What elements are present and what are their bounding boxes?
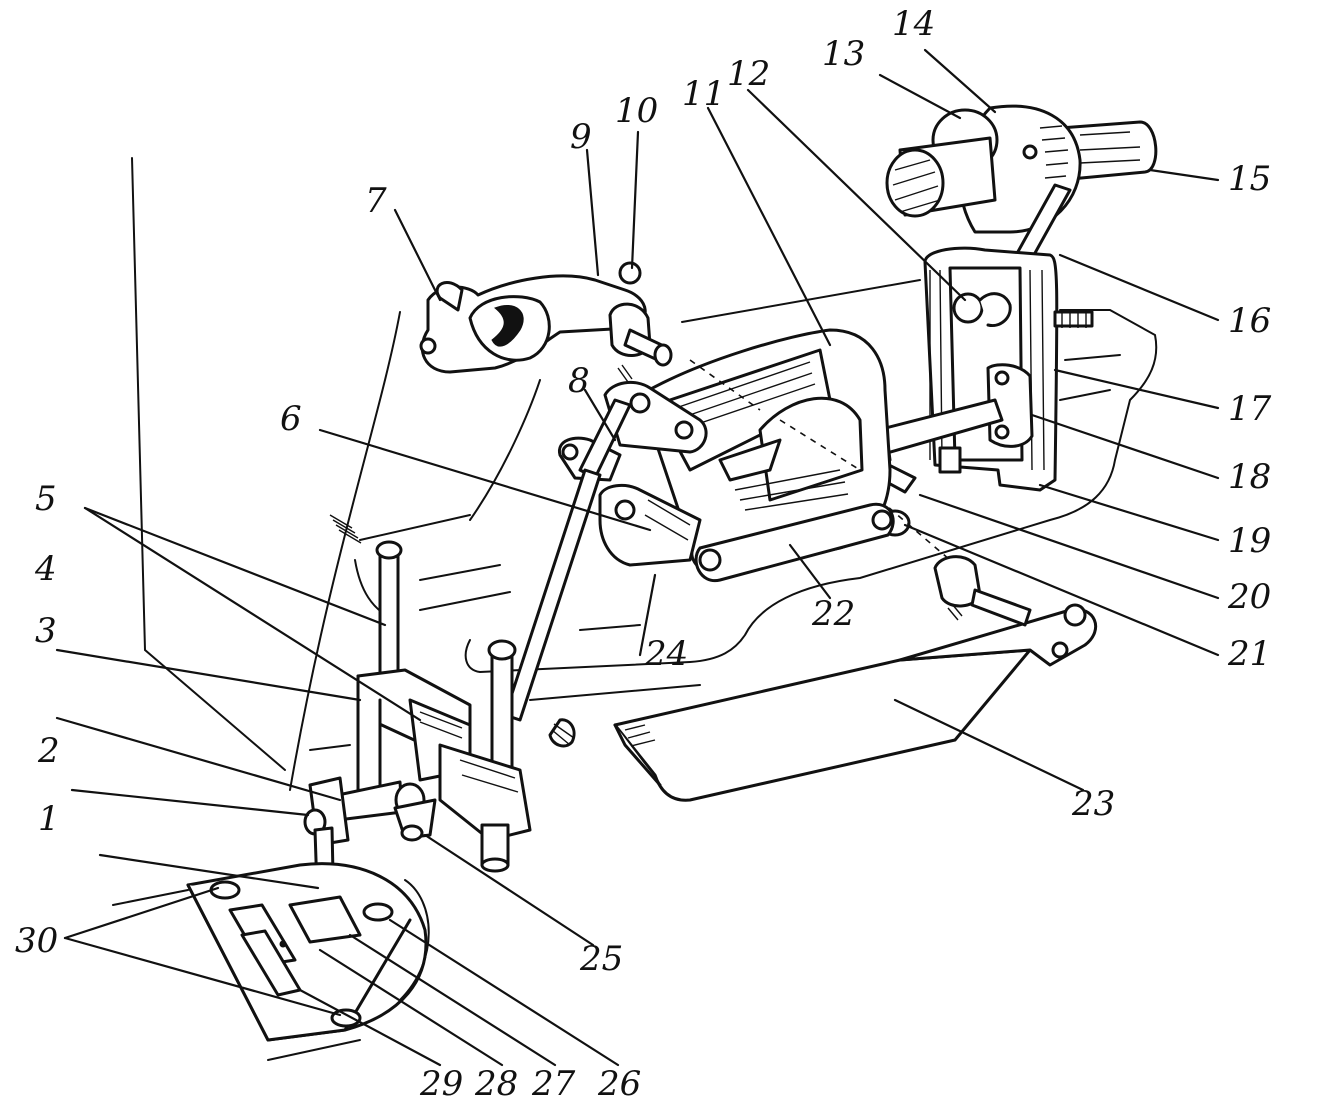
label-6: 6 (280, 399, 302, 439)
needle-plate (112, 862, 430, 1061)
label-21: 21 (1227, 634, 1271, 674)
label-13: 13 (822, 34, 865, 74)
label-14: 14 (892, 4, 935, 44)
label-12: 12 (727, 54, 770, 94)
label-26: 26 (597, 1064, 641, 1104)
label-24: 24 (644, 634, 688, 674)
label-28: 28 (474, 1064, 518, 1104)
long-rod (503, 468, 602, 748)
label-30: 30 (15, 921, 58, 961)
label-23: 23 (1071, 784, 1115, 824)
presser-assembly (303, 540, 532, 922)
label-15: 15 (1228, 159, 1271, 199)
label-4: 4 (34, 549, 57, 589)
part-number-labels: 1 2 3 4 5 6 7 8 9 10 11 12 13 14 15 16 1… (15, 4, 1272, 1104)
label-16: 16 (1228, 301, 1271, 341)
label-2: 2 (37, 731, 60, 771)
main-shaft-assembly (885, 104, 1158, 234)
label-3: 3 (35, 611, 57, 651)
label-11: 11 (682, 74, 725, 114)
leader-lines (55, 48, 1220, 1067)
label-18: 18 (1228, 457, 1271, 497)
label-29: 29 (419, 1064, 463, 1104)
knee-lever-pedal (613, 555, 1098, 802)
link-lever (558, 380, 708, 567)
label-8: 8 (568, 361, 590, 401)
label-9: 9 (570, 117, 592, 157)
springs (329, 364, 633, 544)
top-lever (419, 261, 673, 374)
label-22: 22 (811, 594, 855, 634)
label-7: 7 (365, 181, 387, 221)
label-25: 25 (579, 939, 623, 979)
label-10: 10 (615, 91, 658, 131)
label-17: 17 (1228, 389, 1272, 429)
label-19: 19 (1228, 521, 1271, 561)
label-20: 20 (1227, 577, 1271, 617)
label-5: 5 (35, 479, 57, 519)
label-27: 27 (531, 1064, 576, 1104)
label-1: 1 (38, 799, 60, 839)
